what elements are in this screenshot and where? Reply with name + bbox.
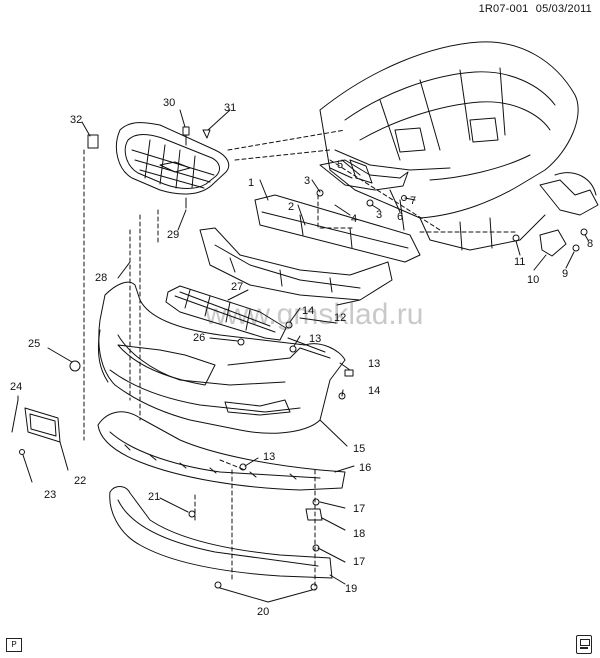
lower-grille-part-27	[165, 285, 287, 346]
callout-14-upper: 14	[302, 305, 314, 317]
page-marker-stamp: P	[6, 638, 22, 652]
callout-25: 25	[28, 338, 40, 350]
callout-3-upper: 3	[304, 175, 310, 187]
callout-2: 2	[288, 201, 294, 213]
callout-23: 23	[44, 489, 56, 501]
callout-28: 28	[95, 272, 107, 284]
latch-bracket-parts	[319, 159, 409, 231]
leader-lines	[17, 109, 589, 603]
callout-16: 16	[359, 462, 371, 474]
callout-13-lower: 13	[263, 451, 275, 463]
vehicle-front-structure	[319, 41, 599, 251]
energy-absorber-part-12	[199, 227, 393, 301]
callout-21: 21	[148, 491, 160, 503]
callout-14-side: 14	[368, 385, 380, 397]
callout-29: 29	[167, 229, 179, 241]
document-badge-icon	[576, 635, 592, 654]
diagram-code: 1R07-001	[478, 3, 529, 15]
callout-18: 18	[353, 528, 365, 540]
callout-6: 6	[397, 211, 403, 223]
callout-11: 11	[514, 256, 525, 268]
callout-labels: 1 2 3 3 4 5 6 7 8 9 10 11 12 13 13 13 14…	[10, 97, 593, 618]
reference-lines	[83, 129, 516, 591]
callout-32: 32	[70, 114, 82, 126]
callout-17-upper: 17	[353, 503, 365, 515]
callout-19: 19	[345, 583, 357, 595]
fasteners	[214, 189, 588, 591]
lower-deflector-part-19	[109, 486, 333, 579]
lower-deflector-part-16	[97, 411, 346, 491]
callout-24: 24	[10, 381, 22, 393]
callout-12: 12	[334, 312, 346, 324]
callout-4: 4	[351, 213, 357, 225]
upper-grille	[87, 122, 230, 209]
callout-8: 8	[587, 238, 593, 250]
callout-31: 31	[224, 102, 236, 114]
callout-17-lower: 17	[353, 556, 365, 568]
callout-15: 15	[353, 443, 365, 455]
callout-7: 7	[410, 195, 416, 207]
callout-9: 9	[562, 268, 568, 280]
callout-5: 5	[337, 159, 343, 171]
callout-30: 30	[163, 97, 175, 109]
diagram-header: 1R07-001 05/03/2011	[475, 3, 592, 15]
callout-3-lower: 3	[376, 209, 382, 221]
callout-13-grille: 13	[309, 333, 321, 345]
callout-27: 27	[231, 281, 243, 293]
callout-26: 26	[193, 332, 205, 344]
impact-bar-part-1	[254, 194, 421, 263]
callout-22: 22	[74, 475, 86, 487]
callout-20: 20	[257, 606, 269, 618]
license-bracket-part-22	[11, 399, 61, 455]
callout-13-fascia: 13	[368, 358, 380, 370]
callout-1: 1	[248, 177, 254, 189]
diagram-date: 05/03/2011	[535, 3, 592, 15]
callout-10: 10	[527, 274, 539, 286]
